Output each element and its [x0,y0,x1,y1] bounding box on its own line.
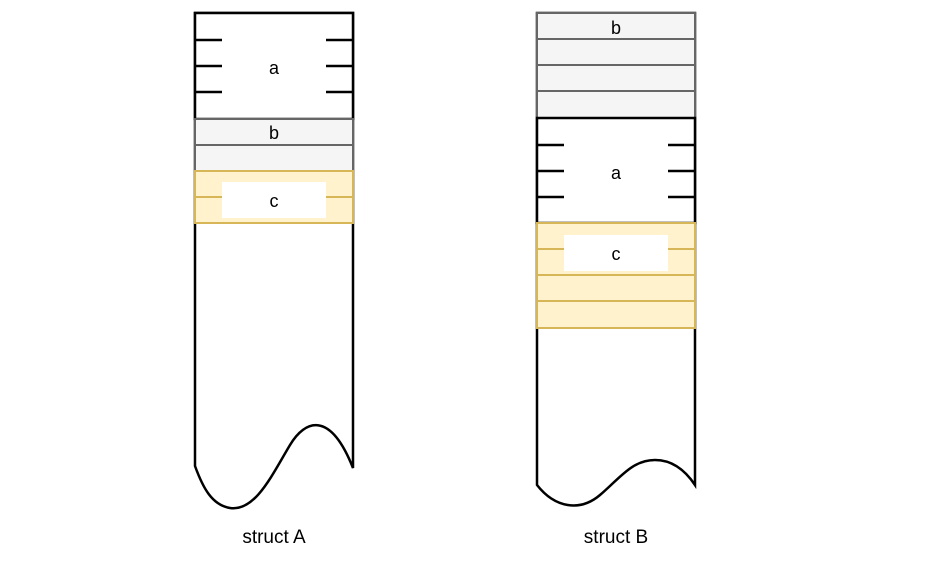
struct-b-field-c-label: c [612,244,621,264]
struct-b-field-b-byte-4 [536,90,696,119]
struct-b-field-b-byte-3 [536,64,696,92]
struct-b-caption: struct B [584,527,648,548]
struct-b-field-c: c [536,222,696,329]
struct-b-field-b-label: b [611,18,621,38]
struct-a-field-c: c [194,170,354,224]
struct-a-group: a b c struct A [193,11,355,548]
struct-a-field-a: a [193,11,355,121]
struct-b-field-c-label-bg [564,235,668,271]
struct-a-field-b-label: b [269,123,279,143]
struct-b-field-b-byte-1 [536,12,696,40]
struct-b-field-b-byte-2 [536,38,696,66]
struct-a-field-b-byte-2 [194,144,354,172]
struct-a-field-c-label: c [270,191,279,211]
struct-b-field-a: a [535,116,697,225]
struct-b-field-c-byte-4 [536,300,696,329]
struct-b-field-b: b [536,12,696,119]
struct-b-group: b a c struct B [535,11,697,548]
struct-a-field-b: b [194,118,354,172]
struct-a-field-a-label: a [269,58,280,78]
struct-b-field-a-label: a [611,163,622,183]
struct-a-caption: struct A [242,527,306,548]
struct-a-field-b-byte-1 [194,118,354,146]
struct-b-field-c-byte-3 [536,274,696,302]
struct-a-field-c-label-bg [222,182,326,218]
